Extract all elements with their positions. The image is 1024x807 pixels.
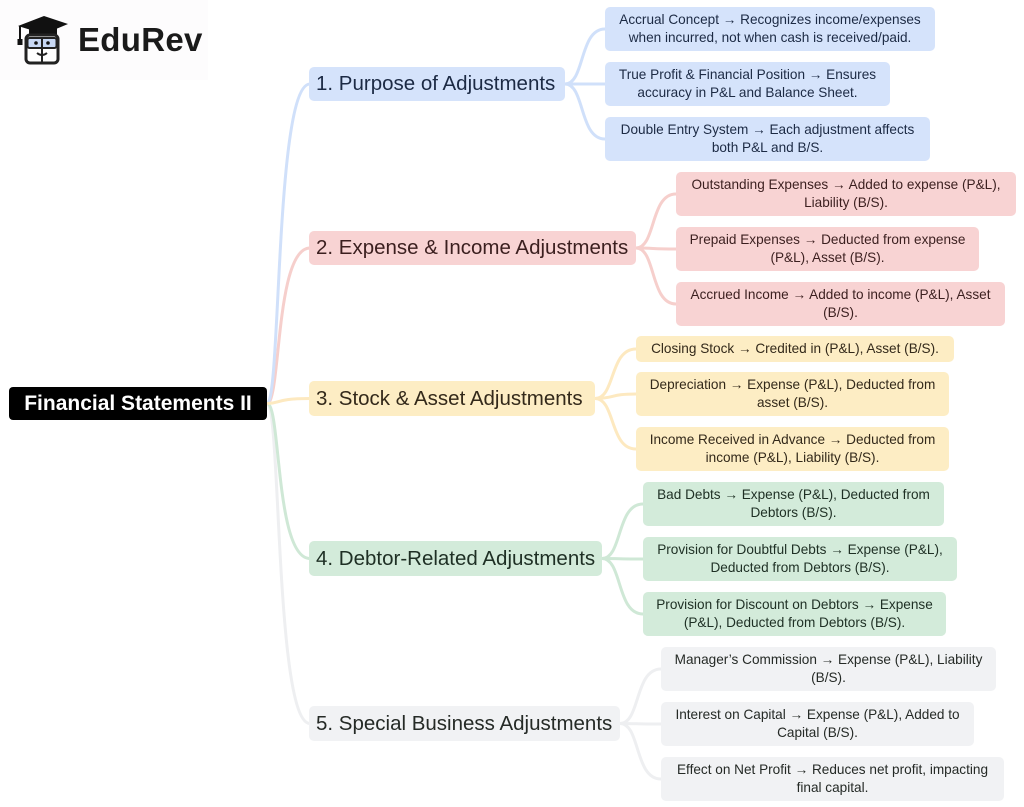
brand-name: EduRev (78, 21, 203, 58)
leaf-text: Income Received in Advance → Deducted fr… (649, 432, 936, 465)
root-label: Financial Statements II (24, 391, 252, 415)
leaf-node[interactable]: Accrued Income → Added to income (P&L), … (676, 282, 1005, 326)
leaf-node[interactable]: Bad Debts → Expense (P&L), Deducted from… (643, 482, 944, 526)
leaf-text: Bad Debts → Expense (P&L), Deducted from… (657, 487, 930, 520)
branch-to-leaf-edge (563, 27, 607, 86)
leaf-text: Effect on Net Profit → Reduces net profi… (676, 762, 989, 795)
branch-label: 2. Expense & Income Adjustments (316, 236, 629, 259)
branch-node-stock-asset[interactable]: 3. Stock & Asset Adjustments (309, 381, 595, 416)
branch-label: 5. Special Business Adjustments (316, 711, 613, 735)
branch-node-purpose[interactable]: 1. Purpose of Adjustments (309, 67, 565, 101)
leaf-text: Provision for Doubtful Debts → Expense (… (657, 542, 943, 575)
edurev-logo: EduRev (0, 0, 208, 80)
leaf-node[interactable]: Effect on Net Profit → Reduces net profi… (661, 757, 1004, 801)
leaf-text: Prepaid Expenses → Deducted from expense… (689, 232, 966, 265)
leaf-node[interactable]: True Profit & Financial Position → Ensur… (605, 62, 890, 106)
leaf-node[interactable]: Outstanding Expenses → Added to expense … (676, 172, 1016, 216)
branch-label: 1. Purpose of Adjustments (316, 72, 556, 95)
leaf-node[interactable]: Provision for Doubtful Debts → Expense (… (643, 537, 957, 581)
branch-to-leaf-edge (593, 347, 638, 400)
root-to-branch-edge (266, 397, 311, 405)
leaf-node[interactable]: Prepaid Expenses → Deducted from expense… (676, 227, 979, 271)
branch-to-leaf-edge (618, 667, 663, 725)
leaf-text: Closing Stock → Credited in (P&L), Asset… (651, 341, 939, 356)
leaf-node[interactable]: Interest on Capital → Expense (P&L), Add… (661, 702, 974, 746)
leaf-node[interactable]: Provision for Discount on Debtors → Expe… (643, 592, 946, 636)
leaf-text: Interest on Capital → Expense (P&L), Add… (675, 707, 960, 740)
leaf-node[interactable]: Accrual Concept → Recognizes income/expe… (605, 7, 935, 51)
root-to-branch-edge (265, 402, 311, 560)
branch-to-leaf-edge (563, 82, 607, 141)
branch-node-debtor[interactable]: 4. Debtor-Related Adjustments (309, 541, 602, 576)
leaf-text: Double Entry System → Each adjustment af… (620, 122, 915, 155)
branch-to-leaf-edge (634, 246, 678, 306)
leaf-node[interactable]: Manager’s Commission → Expense (P&L), Li… (661, 647, 996, 691)
root-to-branch-edge (265, 402, 311, 725)
root-to-branch-edge (265, 82, 311, 405)
branch-to-leaf-edge (618, 722, 663, 781)
leaf-text: Accrued Income → Added to income (P&L), … (690, 287, 991, 320)
leaf-text: Provision for Discount on Debtors → Expe… (656, 597, 933, 630)
edurev-mascot-icon (17, 16, 68, 65)
leaf-text: Manager’s Commission → Expense (P&L), Li… (674, 652, 983, 685)
root-node[interactable]: Financial Statements II (9, 387, 267, 420)
branch-to-leaf-edge (593, 397, 638, 451)
leaf-text: True Profit & Financial Position → Ensur… (618, 67, 877, 100)
branch-to-leaf-edge (634, 192, 678, 250)
branch-node-special[interactable]: 5. Special Business Adjustments (309, 706, 620, 741)
leaf-text: Accrual Concept → Recognizes income/expe… (619, 12, 921, 45)
leaf-text: Depreciation → Expense (P&L), Deducted f… (649, 377, 936, 410)
branch-node-expense-income[interactable]: 2. Expense & Income Adjustments (309, 231, 636, 265)
branch-label: 3. Stock & Asset Adjustments (316, 386, 583, 410)
branch-to-leaf-edge (600, 557, 645, 616)
branch-label: 4. Debtor-Related Adjustments (316, 546, 596, 570)
branch-to-leaf-edge (600, 502, 645, 560)
leaf-node[interactable]: Closing Stock → Credited in (P&L), Asset… (636, 336, 954, 362)
leaf-node[interactable]: Double Entry System → Each adjustment af… (605, 117, 930, 161)
leaf-text: Outstanding Expenses → Added to expense … (691, 177, 1001, 210)
leaf-node[interactable]: Depreciation → Expense (P&L), Deducted f… (636, 372, 949, 416)
leaf-node[interactable]: Income Received in Advance → Deducted fr… (636, 427, 949, 471)
